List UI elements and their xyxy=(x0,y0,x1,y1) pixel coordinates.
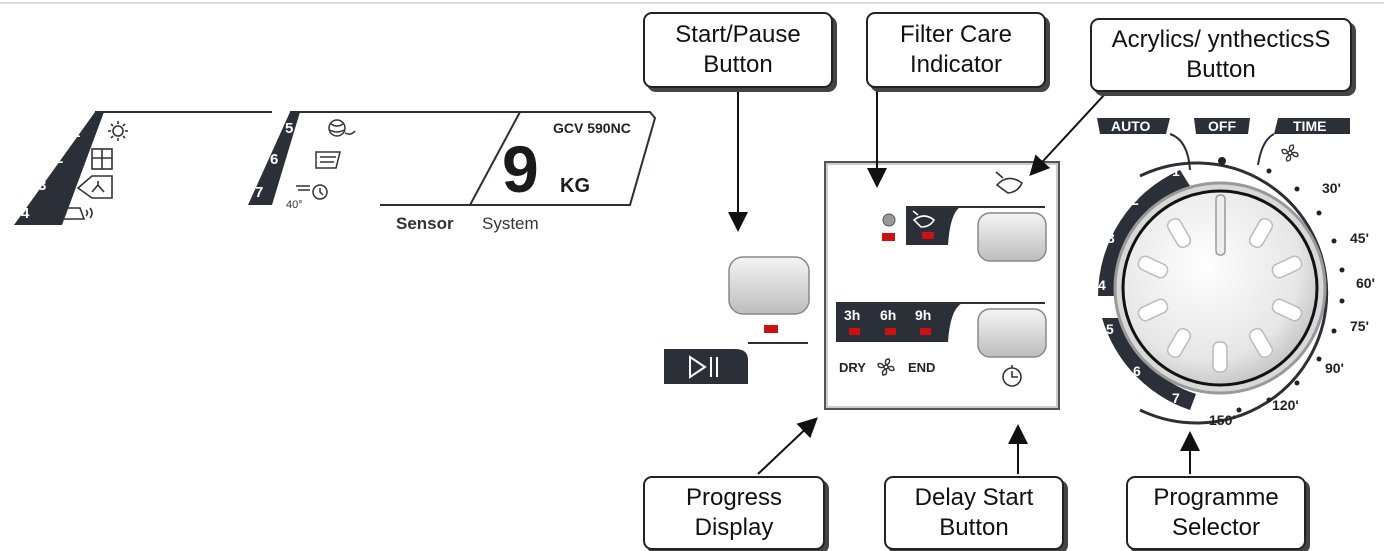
delay-start-button[interactable] xyxy=(977,308,1047,358)
filter-care-led xyxy=(882,233,895,241)
dial-number-2: 2 xyxy=(1131,192,1139,208)
sensor-label-regular: System xyxy=(482,214,539,233)
hanger-icon xyxy=(76,175,113,199)
callout-filter-care-line1: Filter Care xyxy=(899,21,1013,48)
callout-delay-start: Delay Start Button xyxy=(884,476,1064,550)
hour-led-3h xyxy=(849,328,860,335)
timer-icon xyxy=(296,184,328,200)
middle-program-panel: 5 6 7 40° GCV 590NC 9 KG Sensor System xyxy=(248,111,657,233)
off-dot xyxy=(1218,157,1226,165)
program-number-3: 3 xyxy=(38,177,46,194)
knob-grips xyxy=(1137,217,1303,373)
time-label-120: 120' xyxy=(1272,397,1299,413)
start-pause-led xyxy=(764,325,778,333)
hour-label-6h: 6h xyxy=(880,307,896,323)
callout-progress-line2: Display xyxy=(694,514,774,541)
fan-icon xyxy=(877,358,895,376)
center-display-box: 3h 6h 9h DRY END xyxy=(824,161,1060,410)
dial-ticks xyxy=(1236,168,1345,413)
dial-number-7: 7 xyxy=(1172,390,1180,406)
clock-icon xyxy=(1002,365,1022,387)
callout-start-pause: Start/Pause Button xyxy=(643,12,833,88)
dial-number-6: 6 xyxy=(1133,363,1141,379)
acrylics-button[interactable] xyxy=(977,212,1047,262)
arrow-acrylics xyxy=(1029,93,1106,176)
start-pause-button[interactable] xyxy=(728,256,810,315)
left-program-panel: 1 2 3 4 xyxy=(14,111,272,225)
callout-filter-care-line2: Indicator xyxy=(909,51,1003,78)
left-panel-band xyxy=(14,112,104,225)
hour-led-6h xyxy=(885,328,896,335)
callout-delay-start-line1: Delay Start xyxy=(914,484,1034,511)
dial-number-1: 1 xyxy=(1172,163,1180,179)
capacity-number: 9 xyxy=(502,132,539,206)
program-number-4: 4 xyxy=(21,205,30,222)
end-label: END xyxy=(908,360,935,375)
time-label-90: 90' xyxy=(1325,360,1344,376)
callout-acrylics-line1: Acrylics/ ynthecticsS xyxy=(1111,26,1331,53)
off-tab xyxy=(1194,118,1250,134)
callout-progress: Progress Display xyxy=(643,476,825,550)
sensor-label-bold: Sensor xyxy=(396,214,454,233)
dial-number-4: 4 xyxy=(1098,277,1106,293)
program-number-2: 2 xyxy=(55,150,63,167)
program-number-7: 7 xyxy=(255,184,263,201)
program-number-5: 5 xyxy=(285,120,293,137)
hour-label-3h: 3h xyxy=(844,307,860,323)
knob-pointer xyxy=(1215,194,1226,256)
hour-label-9h: 9h xyxy=(915,307,931,323)
dial-number-3: 3 xyxy=(1107,230,1115,246)
play-pause-icon xyxy=(689,355,718,379)
callout-start-pause-line1: Start/Pause xyxy=(675,21,801,48)
auto-tab xyxy=(1097,118,1170,134)
dial-number-5: 5 xyxy=(1106,321,1114,337)
callout-delay-start-line2: Button xyxy=(939,514,1009,541)
time-label-75: 75' xyxy=(1350,318,1369,334)
time-label-150: 150' xyxy=(1209,412,1236,428)
display-outline xyxy=(824,161,1060,410)
callout-acrylics-line2: Button xyxy=(1186,56,1256,83)
programme-selector-knob[interactable] xyxy=(1121,189,1319,387)
callout-programme-line2: Selector xyxy=(1171,514,1261,541)
callout-start-pause-line2: Button xyxy=(703,51,773,78)
dial-band-long xyxy=(1102,318,1196,410)
program-number-6: 6 xyxy=(270,151,278,168)
middle-panel-band xyxy=(248,112,300,205)
auto-label: AUTO xyxy=(1111,118,1151,134)
arrow-progress xyxy=(757,417,818,475)
time-label-60: 60' xyxy=(1356,275,1375,291)
yarn-icon xyxy=(328,119,356,137)
sun-icon xyxy=(108,121,128,141)
program-number-1: 1 xyxy=(72,124,80,141)
programme-dial: AUTO OFF TIME 1 2 3 4 5 6 7 30' 45' 60' … xyxy=(1097,118,1375,428)
callout-progress-line1: Progress xyxy=(685,484,783,511)
window-icon xyxy=(91,148,113,170)
time-label-45: 45' xyxy=(1350,230,1369,246)
temp-label: 40° xyxy=(286,199,303,211)
acrylics-led xyxy=(922,232,934,239)
acrylics-icon xyxy=(995,171,1023,194)
time-label: TIME xyxy=(1293,118,1326,134)
time-fan-icon xyxy=(1281,144,1299,162)
off-label: OFF xyxy=(1208,118,1236,134)
callout-acrylics: Acrylics/ ynthecticsS Button xyxy=(1090,18,1352,92)
callout-arrows xyxy=(728,86,1200,475)
time-tab xyxy=(1274,118,1350,134)
start-pause-section xyxy=(664,256,810,384)
callout-filter-care: Filter Care Indicator xyxy=(866,12,1046,88)
acrylics-band-icon xyxy=(912,210,936,228)
dry-label: DRY xyxy=(839,360,866,375)
time-label-30: 30' xyxy=(1322,180,1341,196)
callout-programme: Programme Selector xyxy=(1126,476,1306,550)
shirts-icon xyxy=(315,151,341,169)
hour-led-9h xyxy=(920,328,931,335)
callout-programme-line1: Programme xyxy=(1153,484,1279,511)
model-number: GCV 590NC xyxy=(553,120,631,136)
filter-icon xyxy=(882,213,896,227)
iron-icon xyxy=(60,207,93,220)
capacity-unit: KG xyxy=(560,175,590,197)
